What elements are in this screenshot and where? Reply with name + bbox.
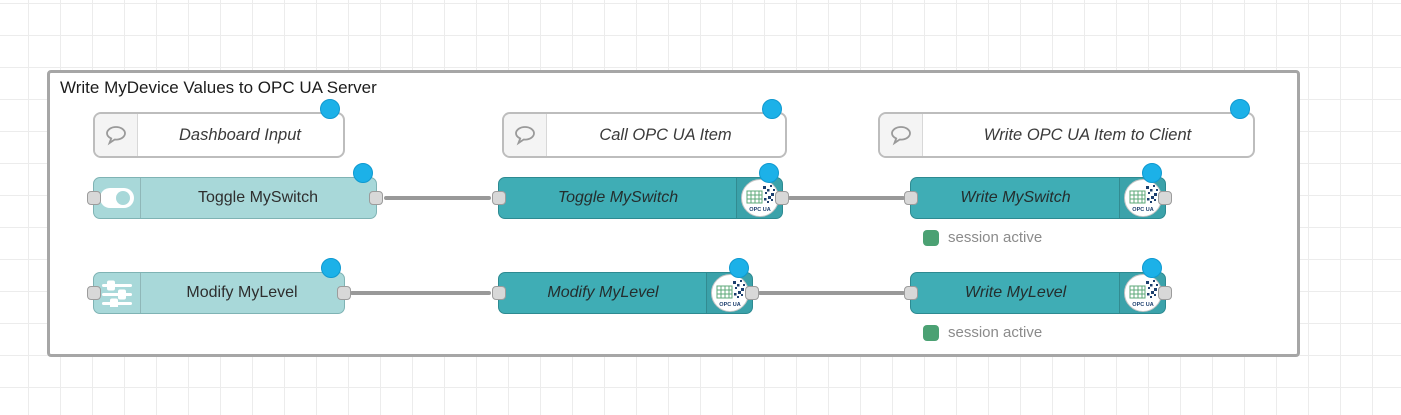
comment-label: Write OPC UA Item to Client: [983, 125, 1192, 144]
input-port[interactable]: [87, 191, 101, 205]
status-indicator: session active: [923, 324, 1042, 341]
status-dot: [923, 229, 939, 246]
input-port[interactable]: [492, 286, 506, 300]
opcua-icon: OPC UA: [1119, 273, 1165, 313]
opcua-icon: OPC UA: [1119, 178, 1165, 218]
input-port[interactable]: [87, 286, 101, 300]
node-label: Modify MyLevel: [186, 284, 298, 301]
speech-bubble-icon: [880, 114, 923, 156]
input-port[interactable]: [904, 191, 918, 205]
input-port[interactable]: [904, 286, 918, 300]
opcua-icon: OPC UA: [706, 273, 752, 313]
node-label: Write MyLevel: [964, 284, 1067, 301]
svg-text:OPC UA: OPC UA: [1132, 302, 1153, 308]
node-write-mylevel-opcua[interactable]: Write MyLevel OPC UA: [904, 258, 1172, 314]
changed-badge: [320, 99, 340, 119]
wire[interactable]: [788, 196, 905, 200]
comment-label: Call OPC UA Item: [599, 125, 732, 144]
group-title: Write MyDevice Values to OPC UA Server: [60, 78, 377, 97]
output-port[interactable]: [337, 286, 351, 300]
comment-label: Dashboard Input: [178, 125, 301, 144]
node-label: Modify MyLevel: [547, 284, 659, 301]
output-port[interactable]: [1158, 191, 1172, 205]
node-toggle-myswitch-opcua[interactable]: Toggle MySwitch OPC UA: [492, 163, 789, 219]
toggle-switch-icon: [94, 178, 141, 218]
wire[interactable]: [384, 196, 491, 200]
node-write-myswitch-opcua[interactable]: Write MySwitch OPC UA: [904, 163, 1172, 219]
comment-node-call-opcua-item[interactable]: Call OPC UA Item: [502, 99, 787, 158]
changed-badge: [729, 258, 749, 278]
svg-text:OPC UA: OPC UA: [719, 302, 740, 308]
input-port[interactable]: [492, 191, 506, 205]
wire[interactable]: [350, 291, 491, 295]
status-text: session active: [948, 229, 1043, 246]
status-indicator: session active: [923, 229, 1042, 246]
sliders-icon: [94, 273, 141, 313]
comment-node-write-opcua-item-to-client[interactable]: Write OPC UA Item to Client: [878, 99, 1255, 158]
svg-text:OPC UA: OPC UA: [749, 207, 770, 213]
changed-badge: [1142, 258, 1162, 278]
node-toggle-myswitch-ui[interactable]: Toggle MySwitch: [87, 163, 383, 219]
changed-badge: [1230, 99, 1250, 119]
wire[interactable]: [758, 291, 905, 295]
node-label: Toggle MySwitch: [557, 189, 679, 206]
svg-text:OPC UA: OPC UA: [1132, 207, 1153, 213]
speech-bubble-icon: [504, 114, 547, 156]
output-port[interactable]: [369, 191, 383, 205]
node-modify-mylevel-opcua[interactable]: Modify MyLevel OPC UA: [492, 258, 759, 314]
changed-badge: [321, 258, 341, 278]
comment-node-dashboard-input[interactable]: Dashboard Input: [93, 99, 345, 158]
output-port[interactable]: [745, 286, 759, 300]
node-label: Write MySwitch: [960, 189, 1071, 206]
opcua-icon: OPC UA: [736, 178, 782, 218]
node-label: Toggle MySwitch: [197, 189, 319, 206]
status-text: session active: [948, 324, 1043, 341]
output-port[interactable]: [775, 191, 789, 205]
changed-badge: [759, 163, 779, 183]
changed-badge: [762, 99, 782, 119]
changed-badge: [353, 163, 373, 183]
changed-badge: [1142, 163, 1162, 183]
node-modify-mylevel-ui[interactable]: Modify MyLevel: [87, 258, 351, 314]
speech-bubble-icon: [95, 114, 138, 156]
status-dot: [923, 324, 939, 341]
output-port[interactable]: [1158, 286, 1172, 300]
